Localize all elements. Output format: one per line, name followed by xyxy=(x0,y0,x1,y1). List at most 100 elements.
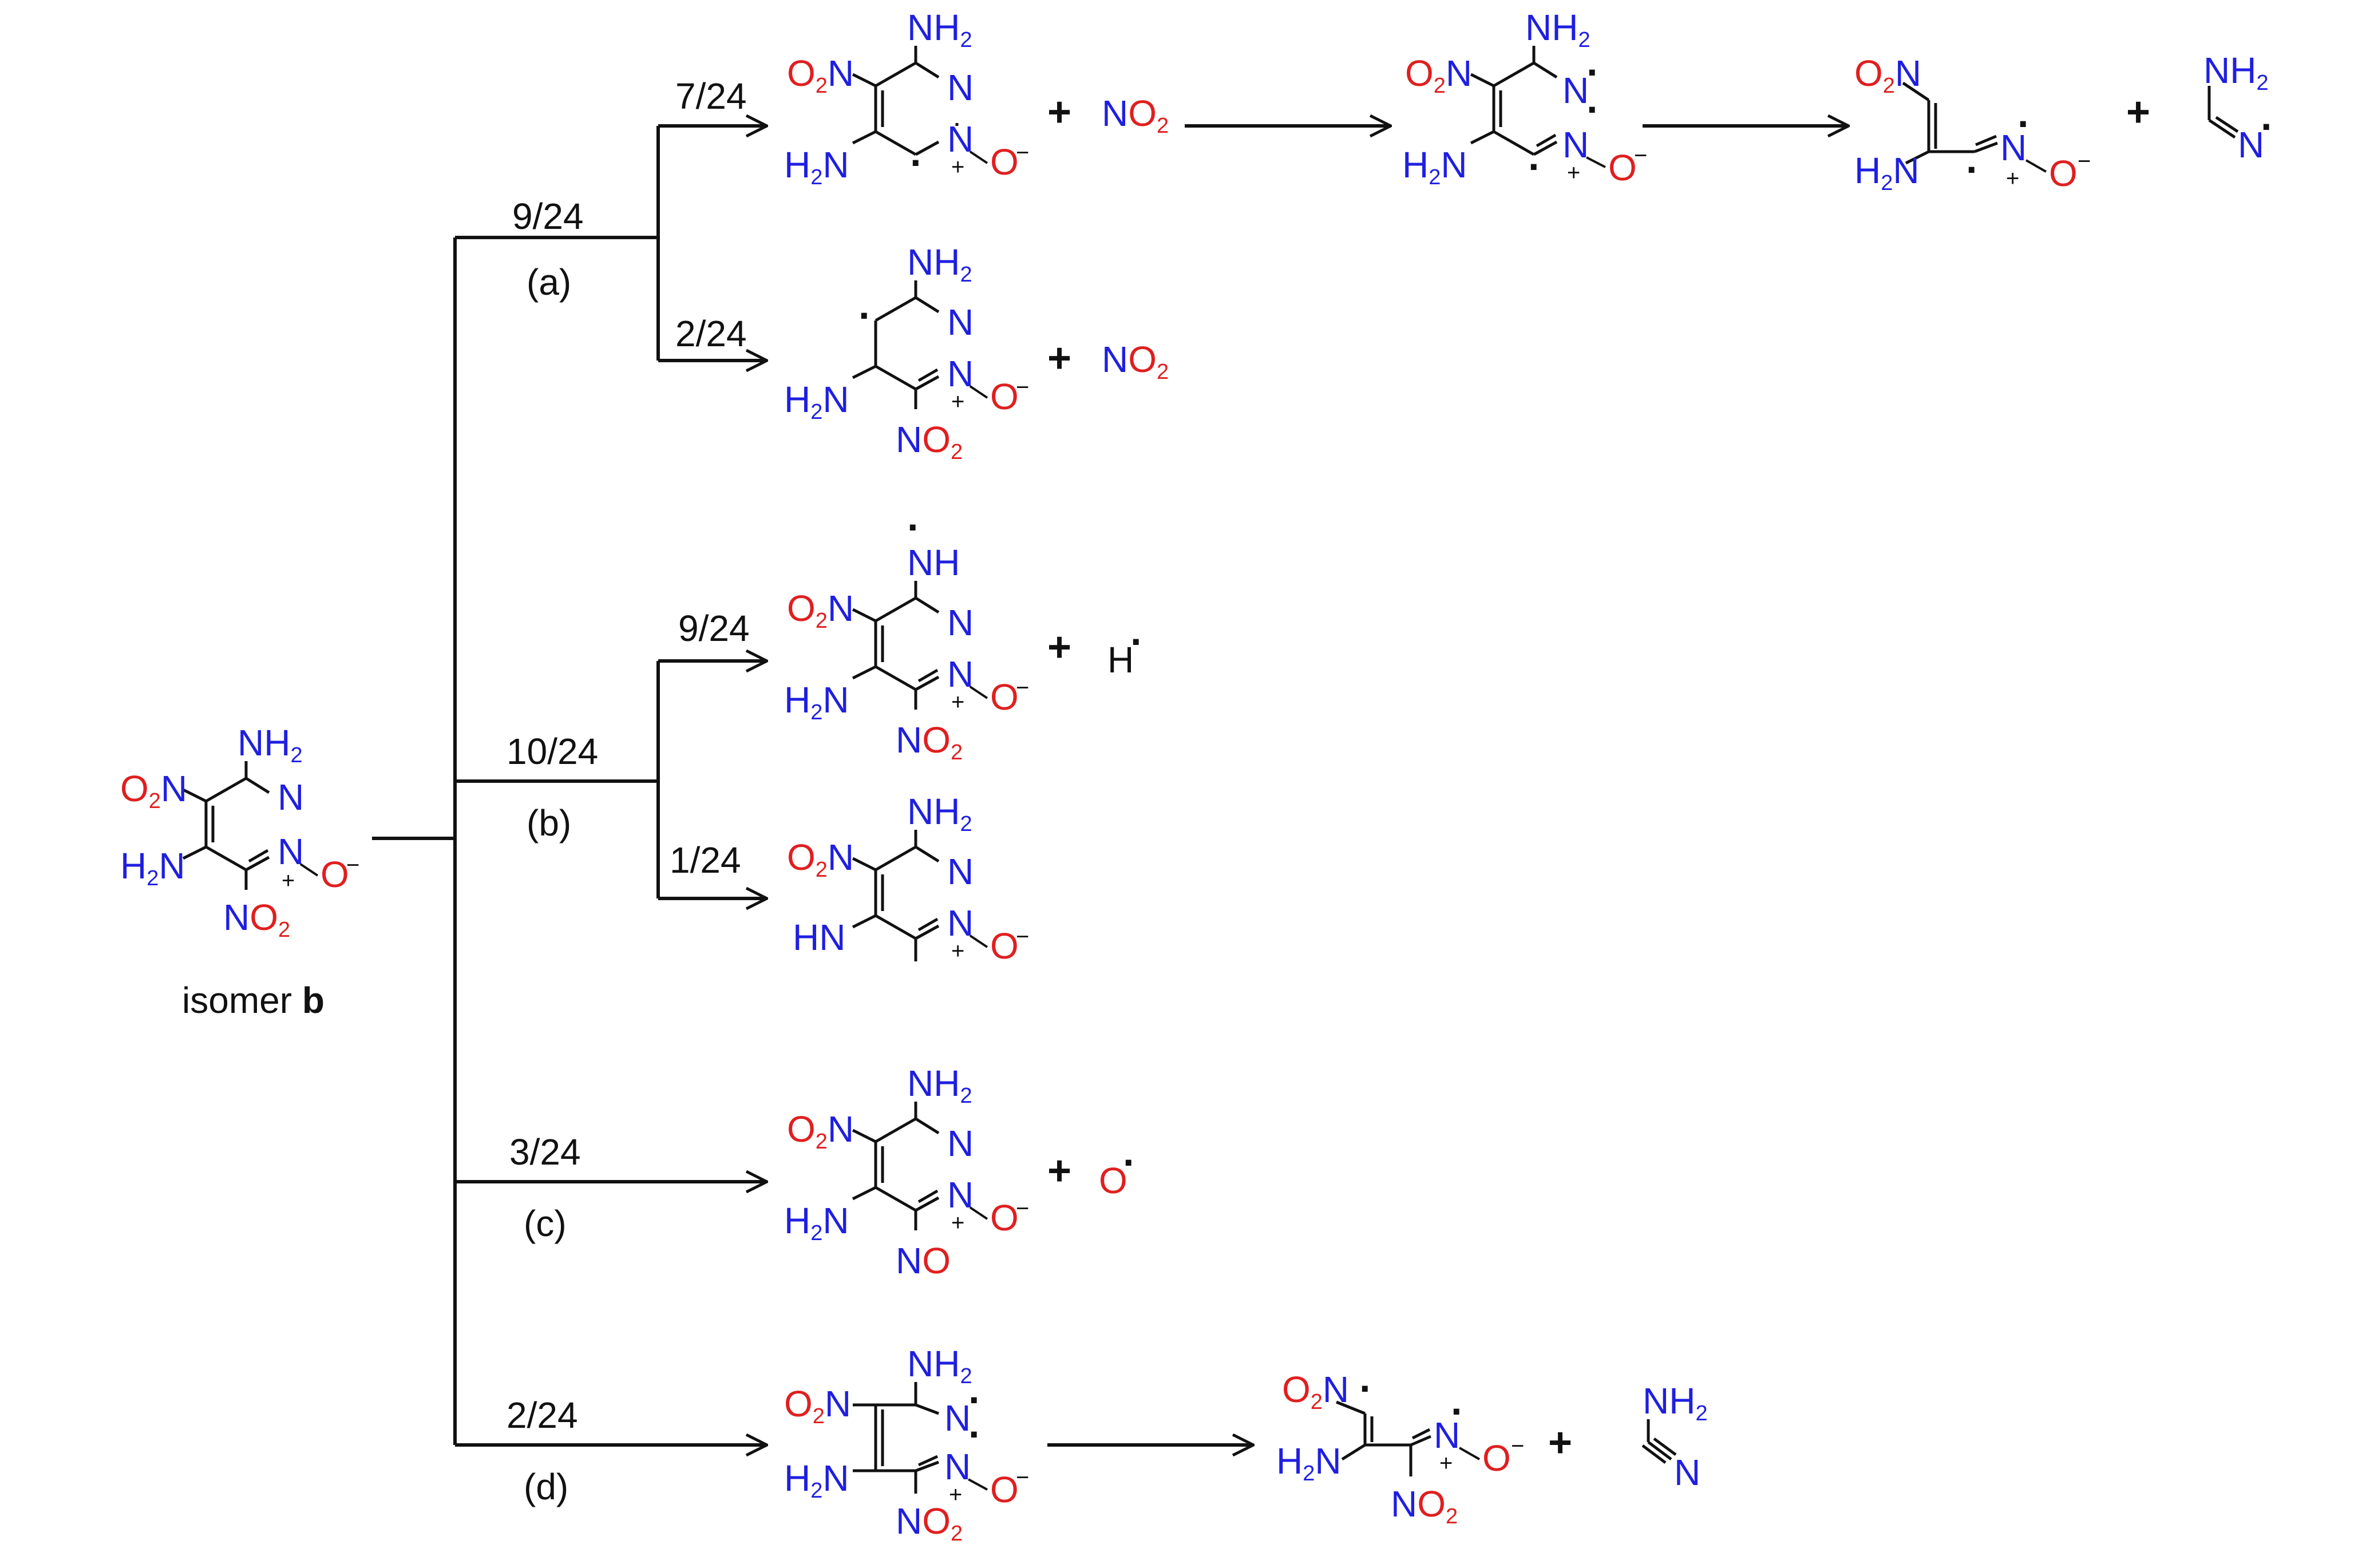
svg-text:HN: HN xyxy=(793,917,845,958)
branch-a1-fraction: 7/24 xyxy=(675,76,747,117)
svg-text:NH2: NH2 xyxy=(907,241,972,287)
svg-text:−: − xyxy=(1016,675,1029,700)
svg-text:NH2: NH2 xyxy=(238,722,303,767)
plus-b1: + xyxy=(1047,624,1071,670)
branch-b-fraction: 10/24 xyxy=(507,731,598,772)
svg-text:·: · xyxy=(1451,1389,1464,1434)
svg-text:+: + xyxy=(2006,166,2019,191)
svg-text:NH2: NH2 xyxy=(907,1063,972,1108)
molecule-a2: · NH2 N N + O − H2N NO2 xyxy=(784,241,1029,464)
molecule-a1-radical: NH2 N · N · + O − · O2N H2N xyxy=(1402,7,1647,189)
svg-text:O: O xyxy=(990,1197,1019,1238)
svg-text:−: − xyxy=(1511,1434,1524,1459)
svg-text:O: O xyxy=(990,141,1019,183)
svg-text:+: + xyxy=(951,1210,964,1236)
svg-text:O: O xyxy=(1482,1438,1511,1479)
plus-c: + xyxy=(1047,1148,1071,1194)
plus-a2: + xyxy=(1047,335,1071,381)
plus-a1: + xyxy=(1047,89,1071,135)
svg-text:N: N xyxy=(947,1123,974,1164)
svg-text:H2N: H2N xyxy=(1276,1440,1342,1486)
svg-text:+: + xyxy=(951,155,964,180)
svg-text:−: − xyxy=(346,853,359,878)
svg-text:N: N xyxy=(947,1174,974,1215)
svg-text:O2N: O2N xyxy=(1854,53,1921,98)
svg-text:N: N xyxy=(944,1397,971,1439)
svg-text:O: O xyxy=(990,676,1019,718)
svg-text:NO2: NO2 xyxy=(223,897,290,942)
svg-text:H2N: H2N xyxy=(120,845,185,890)
svg-text:·: · xyxy=(968,1412,982,1456)
svg-text:+: + xyxy=(951,939,964,964)
svg-text:N: N xyxy=(947,902,974,944)
svg-text:N: N xyxy=(1562,124,1589,165)
svg-text:O: O xyxy=(990,925,1019,967)
svg-text:H2N: H2N xyxy=(784,379,849,424)
svg-text:NH2: NH2 xyxy=(1525,7,1590,52)
molecule-c: NH2 N N + O − O2N H2N NO xyxy=(784,1063,1029,1281)
svg-text:+: + xyxy=(1567,160,1580,185)
molecule-b1: · NH N N + O − O2N H2N NO2 xyxy=(784,505,1029,765)
svg-text:H2N: H2N xyxy=(1402,144,1467,189)
branch-d-fraction: 2/24 xyxy=(507,1395,578,1436)
molecule-d-chain: O2N · H2N N · + O − NO2 xyxy=(1276,1366,1524,1529)
svg-text:·: · xyxy=(968,1377,982,1422)
svg-text:O: O xyxy=(990,376,1019,417)
svg-text:N: N xyxy=(2000,127,2027,168)
svg-text:N: N xyxy=(944,1446,971,1487)
byproduct-c: O xyxy=(1099,1160,1127,1201)
svg-text:H2N: H2N xyxy=(784,679,849,724)
svg-text:N: N xyxy=(947,654,974,695)
svg-text:N: N xyxy=(947,353,974,394)
svg-text:O: O xyxy=(321,854,349,895)
svg-text:N: N xyxy=(278,831,304,872)
svg-text:N: N xyxy=(947,118,974,160)
svg-text:N: N xyxy=(1434,1415,1460,1456)
plus-a1-chain: + xyxy=(2126,89,2150,135)
svg-text:−: − xyxy=(1016,140,1029,165)
svg-text:·: · xyxy=(907,505,920,549)
svg-text:O2N: O2N xyxy=(787,1108,854,1154)
svg-text:NH2: NH2 xyxy=(907,791,972,836)
branch-b2-fraction: 1/24 xyxy=(670,840,741,881)
svg-text:·: · xyxy=(910,140,923,185)
svg-text:+: + xyxy=(1439,1451,1453,1476)
branch-a-fraction: 9/24 xyxy=(512,196,584,237)
byproduct-a2: NO2 xyxy=(1102,339,1169,384)
svg-text:H2N: H2N xyxy=(784,1200,849,1245)
svg-text:+: + xyxy=(949,1482,962,1507)
svg-text:N: N xyxy=(947,302,974,343)
svg-text:·: · xyxy=(2261,104,2274,149)
svg-text:NH2: NH2 xyxy=(907,7,972,52)
svg-text:O2N: O2N xyxy=(1405,53,1472,98)
svg-text:·: · xyxy=(858,293,872,338)
branch-d-tag: (d) xyxy=(524,1466,568,1507)
svg-text:+: + xyxy=(951,690,964,715)
svg-text:NH2: NH2 xyxy=(2203,50,2269,95)
svg-text:−: − xyxy=(1016,1196,1029,1221)
svg-text:O2N: O2N xyxy=(787,53,854,98)
molecule-d: NH2 N · N · + O − O2N H2N NO2 xyxy=(784,1343,1029,1546)
svg-text:N: N xyxy=(947,67,974,108)
svg-text:NH2: NH2 xyxy=(907,1343,972,1388)
branch-c-fraction: 3/24 xyxy=(509,1131,581,1173)
svg-text:+: + xyxy=(282,868,295,893)
molecule-a1: NH2 N N + O − · O2N H2N xyxy=(784,7,1029,189)
svg-text:O2N: O2N xyxy=(120,768,187,813)
branch-tree xyxy=(372,126,1849,1445)
branch-b-tag: (b) xyxy=(527,802,571,844)
svg-text:NH: NH xyxy=(907,542,960,583)
svg-text:−: − xyxy=(1634,143,1647,168)
branch-a2-fraction: 2/24 xyxy=(675,313,747,354)
svg-text:H2N: H2N xyxy=(1854,150,1920,195)
svg-text:·: · xyxy=(2017,101,2031,146)
plus-d-chain: + xyxy=(1548,1420,1572,1466)
radical-dot-h: · xyxy=(1130,619,1144,664)
branch-a-tag: (a) xyxy=(527,262,571,303)
svg-text:NO2: NO2 xyxy=(896,419,963,464)
molecule-a1-chain: O2N H2N · N · + O − xyxy=(1854,53,2091,195)
molecule-isomer-b: NH2 N N + O − O2N H2N NO2 xyxy=(120,722,359,942)
svg-text:O: O xyxy=(990,1469,1019,1510)
svg-text:O2N: O2N xyxy=(787,588,854,633)
